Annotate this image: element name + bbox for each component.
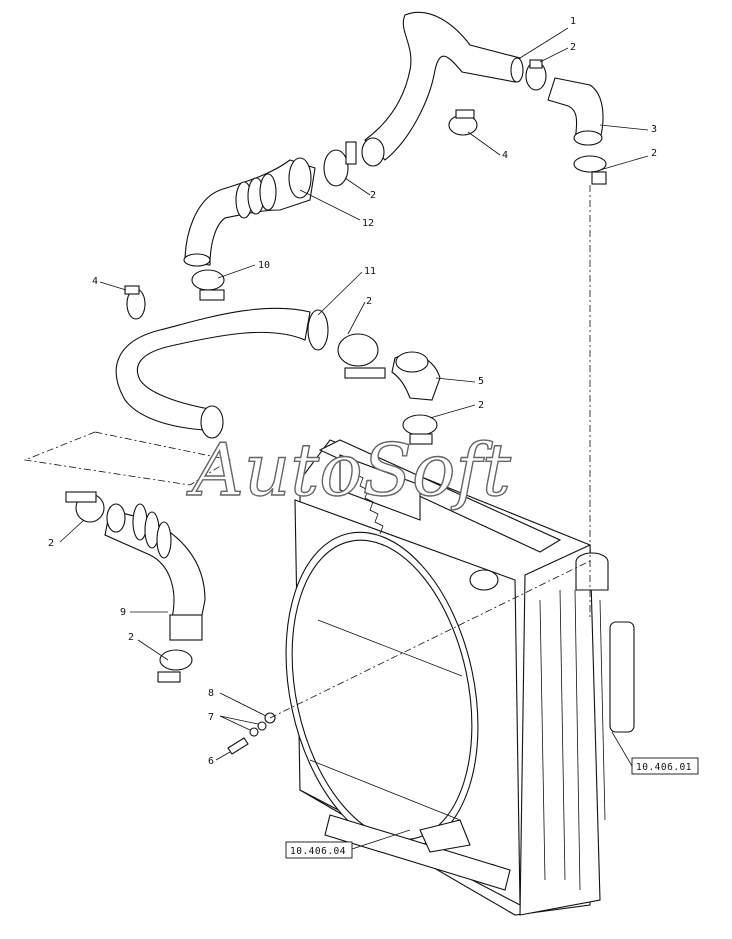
callout-2-a: 2 [570, 42, 576, 53]
clamp-part-2-b [573, 155, 607, 185]
callout-1: 1 [570, 16, 576, 27]
callout-4-a: 4 [502, 150, 508, 161]
callout-11: 11 [364, 266, 376, 277]
callout-9: 9 [120, 607, 126, 618]
callout-6: 6 [208, 756, 214, 767]
reference-text-right: 10.406.01 [636, 762, 692, 773]
callout-2-e: 2 [478, 400, 484, 411]
clamp-part-10 [191, 269, 225, 301]
reference-box-right[interactable]: 10.406.01 [631, 757, 699, 775]
radiator-assembly [285, 439, 635, 916]
clamp-part-2-a [525, 59, 547, 91]
callout-2-f: 2 [48, 538, 54, 549]
leader-lines [59, 27, 649, 850]
callout-2-b: 2 [651, 148, 657, 159]
clamp-part-2-e [402, 414, 438, 445]
clamp-part-2-d [337, 333, 386, 379]
hose-part-11 [115, 307, 329, 439]
callout-10: 10 [258, 260, 270, 271]
hose-part-3 [547, 77, 604, 146]
clamp-part-4-b [124, 285, 146, 320]
clamp-part-2-f [65, 491, 105, 523]
hose-part-1 [361, 11, 524, 167]
radiator-core-lines [309, 461, 606, 891]
callout-2-c: 2 [370, 190, 376, 201]
callout-4-b: 4 [92, 276, 98, 287]
washer-part-7 [249, 721, 267, 737]
bolt-part-6 [227, 737, 249, 755]
reference-box-bottom[interactable]: 10.406.04 [285, 841, 353, 859]
clamp-part-4-a [448, 109, 478, 136]
hose-part-12 [183, 157, 316, 267]
callout-7: 7 [208, 712, 214, 723]
assembly-centerlines [23, 185, 593, 719]
clamp-part-2-c [323, 141, 357, 187]
callout-2-d: 2 [366, 296, 372, 307]
callout-3: 3 [651, 124, 657, 135]
hose-part-9 [104, 503, 206, 641]
callout-8: 8 [208, 688, 214, 699]
callout-5: 5 [478, 376, 484, 387]
callout-labels: 1 2 3 2 4 2 12 10 4 11 2 5 2 2 9 2 8 7 6 [48, 16, 657, 767]
reference-text-bottom: 10.406.04 [290, 846, 346, 857]
callout-12: 12 [362, 218, 374, 229]
clamp-part-2-g [157, 649, 193, 683]
watermark-text: AutoSoft [186, 428, 512, 512]
hose-part-5 [391, 351, 441, 401]
callout-2-g: 2 [128, 632, 134, 643]
